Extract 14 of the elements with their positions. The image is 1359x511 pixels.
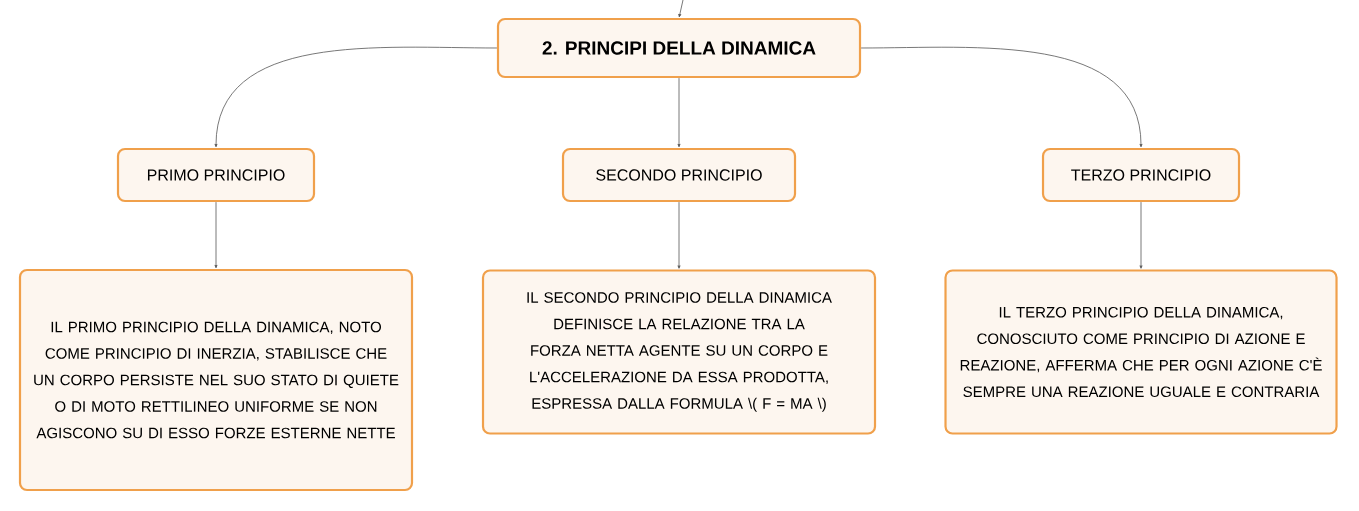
arrow [214,46,498,148]
description-box: IL SECONDO PRINCIPIO DELLA DINAMICA DEFINISCE LA RELAZIONE TRA LA FORZA NETTA AGENTE SU UN CORPO E L'ACCELERAZIONE DA ESSA PRODOTTA, ESPRESSA DALLA FORMULA \( F = MA \) [481,269,877,435]
arrow [677,77,681,148]
arrow [214,201,218,269]
topic-box: PRIMO PRINCIPIO [116,147,316,203]
title-box: 2. PRINCIPI DELLA DINAMICA [496,17,862,79]
topic-box: SECONDO PRINCIPIO [561,147,797,203]
topic-box: TERZO PRINCIPIO [1041,147,1241,203]
arrow [678,0,684,18]
arrow [860,46,1143,148]
arrow [677,201,681,269]
description-box: IL PRIMO PRINCIPIO DELLA DINAMICA, NOTO COME PRINCIPIO DI INERZIA, STABILISCE CHE UN CORPO PERSISTE NEL SUO STATO DI QUIETE O DI MOTO RETTILINEO UNIFORME SE NON AGISCONO SU DI ESSO FORZE ESTERNE NETTE [18,268,414,492]
description-box: IL TERZO PRINCIPIO DELLA DINAMICA, CONOSCIUTO COME PRINCIPIO DI AZIONE E REAZIONE, AFFERMA CHE PER OGNI AZIONE C'È SEMPRE UNA REAZIONE UGUALE E CONTRARIA [944,269,1338,435]
arrow [1139,201,1143,269]
